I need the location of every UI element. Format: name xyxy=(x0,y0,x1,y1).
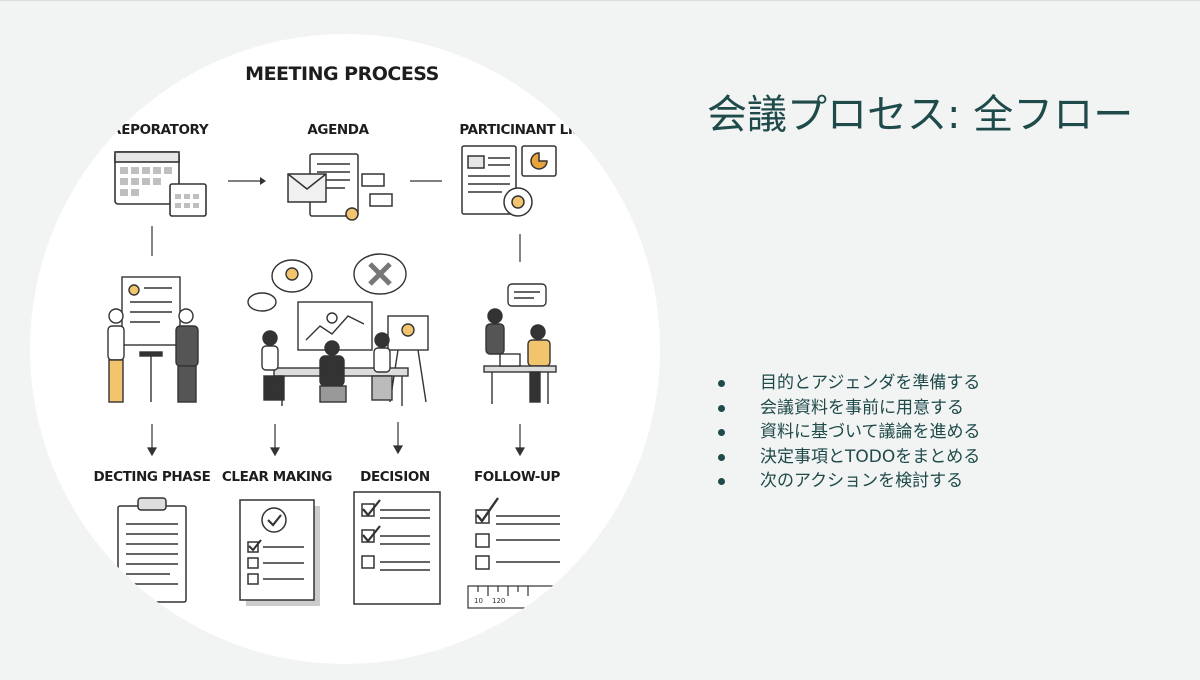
step-label-clear-making: CLEAR MAKING xyxy=(222,469,333,485)
team-discussion-icon xyxy=(247,253,429,406)
follow-up-checklist-icon xyxy=(475,497,560,570)
follow-up-meeting-icon xyxy=(483,283,557,404)
bullet-item: 会議資料を事前に用意する xyxy=(718,396,981,421)
top-border xyxy=(0,0,1200,1)
bullet-item: 資料に基づいて議論を進める xyxy=(718,420,981,445)
step-label-decision: DECISION xyxy=(360,469,430,485)
participant-list-icon xyxy=(461,145,557,217)
ruler-icon xyxy=(467,585,569,609)
step-label-participant-list: PARTICINANT LIST xyxy=(459,122,591,138)
step-label-follow-up: FOLLOW-UP xyxy=(474,469,561,485)
clipboard-icon xyxy=(117,497,187,603)
step-label-preporatory: PREPORATORY xyxy=(102,122,209,138)
bullet-item: 目的とアジェンダを準備する xyxy=(718,371,981,396)
ruler-tick-120: 120 xyxy=(492,597,505,605)
bullet-item: 決定事項とTODOをまとめる xyxy=(718,445,981,470)
bullet-list: 目的とアジェンダを準備する 会議資料を事前に用意する 資料に基づいて議論を進める… xyxy=(718,371,981,494)
presentation-people-icon xyxy=(107,276,199,403)
illustration-title: MEETING PROCESS xyxy=(245,63,439,85)
arrow-1-head xyxy=(260,177,266,185)
slide-title: 会議プロセス: 全フロー xyxy=(707,92,1134,138)
checklist-icon xyxy=(239,499,320,606)
down-arrows xyxy=(146,422,526,457)
step-label-decting-phase: DECTING PHASE xyxy=(93,469,210,485)
ruler-tick-10: 10 xyxy=(474,597,483,605)
agenda-document-icon xyxy=(287,153,393,221)
calendar-icon xyxy=(114,151,207,217)
meeting-process-illustration: MEETING PROCESS PREPORATORY AGENDA PARTI… xyxy=(30,34,660,664)
step-label-agenda: AGENDA xyxy=(307,122,369,138)
bullet-item: 次のアクションを検討する xyxy=(718,469,981,494)
decision-checklist-icon xyxy=(353,491,441,605)
